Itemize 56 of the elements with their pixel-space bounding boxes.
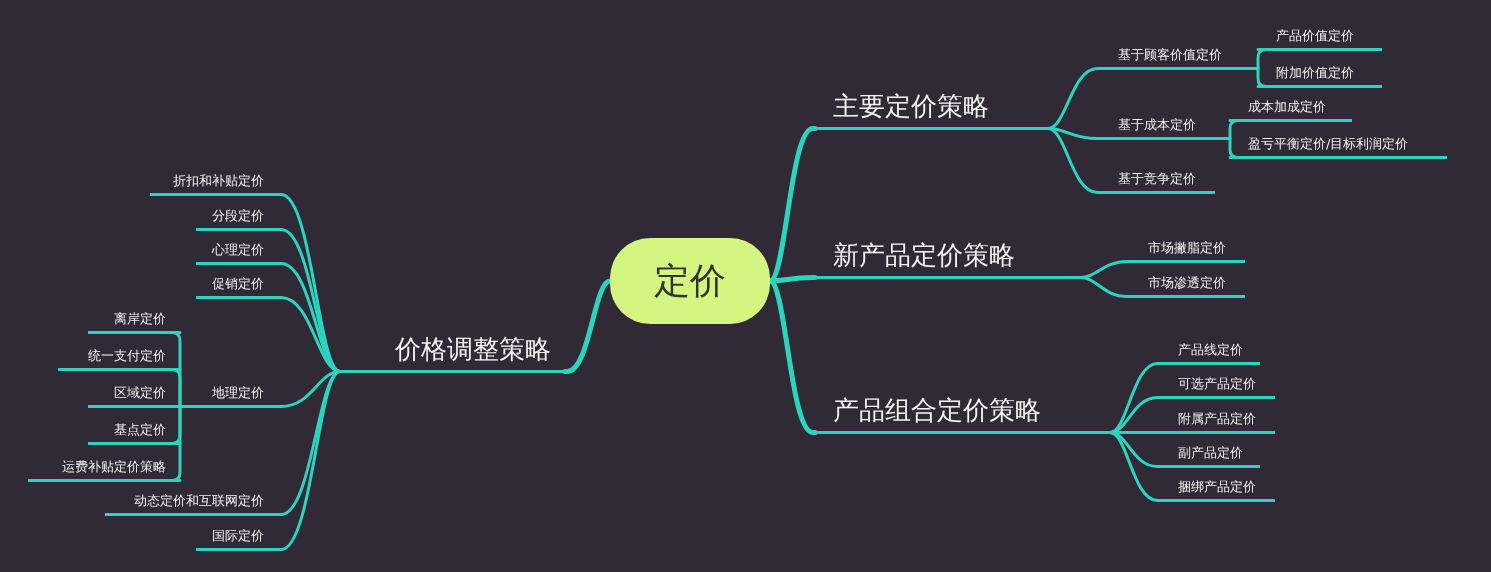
topic-text: 统一支付定价 — [88, 347, 166, 365]
subtopic — [1160, 444, 1260, 468]
branch-connector — [276, 370, 342, 551]
subtopic — [196, 527, 278, 551]
topic-text: 市场撇脂定价 — [1148, 239, 1226, 257]
topic-text: 副产品定价 — [1178, 444, 1243, 462]
topic-text: 基于竞争定价 — [1118, 170, 1196, 188]
topic-text: 国际定价 — [212, 527, 264, 545]
subtopic — [1100, 170, 1215, 194]
central-topic: 定价 — [610, 238, 770, 324]
branch-topic — [815, 90, 1048, 130]
topic-text: 动态定价和互联网定价 — [134, 492, 264, 510]
topic-text: 促销定价 — [212, 275, 264, 293]
topic-text: 附属产品定价 — [1178, 410, 1256, 428]
subtopic — [88, 384, 180, 408]
topic-text: 盈亏平衡定价/目标利润定价 — [1248, 135, 1409, 153]
topic-text: 市场渗透定价 — [1148, 274, 1226, 292]
subtopic — [1100, 46, 1258, 70]
subtopic — [1160, 478, 1275, 502]
topic-text: 捆绑产品定价 — [1178, 478, 1256, 496]
topic-text: 附加价值定价 — [1276, 64, 1354, 82]
topic-text: 基于顾客价值定价 — [1118, 46, 1222, 64]
topic-text: 区域定价 — [114, 384, 166, 402]
branch-connector — [1078, 276, 1132, 298]
topic-text: 地理定价 — [212, 384, 264, 402]
subtopic — [1130, 239, 1245, 263]
branch-connector — [1108, 431, 1162, 502]
topic-text: 分段定价 — [212, 207, 264, 225]
subtopic — [1130, 274, 1245, 298]
subtopic — [1160, 341, 1260, 365]
topic-text: 产品线定价 — [1178, 341, 1243, 359]
subtopic — [196, 207, 278, 231]
branch-topic — [815, 394, 1110, 434]
topic-text: 运费补贴定价策略 — [62, 458, 166, 476]
topic-text: 产品价值定价 — [1276, 27, 1354, 45]
subtopic — [196, 241, 278, 265]
topic-text: 价格调整策略 — [395, 333, 551, 366]
topic-text: 产品组合定价策略 — [833, 394, 1041, 427]
subtopic — [1160, 375, 1275, 399]
topic-text: 可选产品定价 — [1178, 375, 1256, 393]
topic-text: 基于成本定价 — [1118, 116, 1196, 134]
subtopic — [196, 384, 278, 408]
topic-text: 主要定价策略 — [833, 90, 989, 123]
topic-text: 新产品定价策略 — [833, 239, 1015, 272]
topic-text: 基点定价 — [114, 421, 166, 439]
subtopic — [1160, 410, 1275, 434]
subtopic — [1100, 116, 1230, 140]
branch-connector — [1046, 127, 1102, 194]
subtopic — [150, 172, 278, 196]
branch-topic — [815, 239, 1080, 279]
subtopic — [105, 492, 278, 516]
topic-text: 心理定价 — [212, 241, 264, 259]
subtopic — [196, 275, 278, 299]
topic-text: 离岸定价 — [114, 310, 166, 328]
topic-text: 成本加成定价 — [1248, 98, 1326, 116]
topic-text: 折扣和补贴定价 — [173, 172, 264, 190]
